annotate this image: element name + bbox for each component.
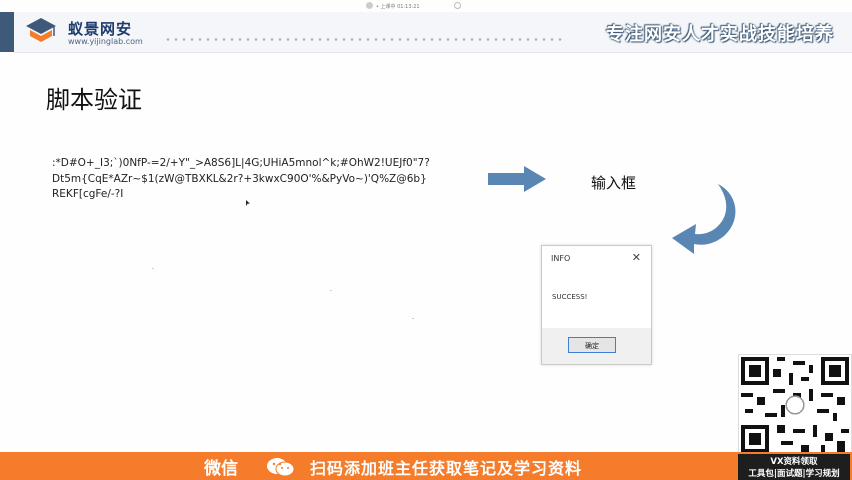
input-box-label: 输入框	[591, 174, 637, 192]
left-tab	[0, 12, 14, 52]
stop-icon[interactable]	[454, 2, 461, 9]
tagline: 专注网安人才实战技能培养	[606, 24, 834, 45]
wechat-icon	[267, 458, 295, 477]
slide-header: 蚁景网安 www.yijinglab.com 专注网安人才实战技能培养	[14, 12, 852, 53]
recording-label: • 上课中 01:13:21	[376, 4, 420, 10]
qr-code-panel	[738, 354, 852, 456]
close-icon[interactable]: ✕	[631, 251, 641, 264]
record-icon[interactable]	[366, 2, 373, 9]
slide-title: 脚本验证	[46, 86, 142, 114]
dialog-title: INFO	[551, 254, 571, 263]
brand-url: www.yijinglab.com	[68, 37, 143, 46]
brand-name: 蚁景网安	[68, 20, 133, 38]
code-line: REKF[cgFe/-?I	[52, 188, 124, 200]
recording-indicator: • 上课中 01:13:21	[366, 2, 461, 11]
dialog-message: SUCCESS!	[552, 293, 588, 301]
resource-box: VX资料领取 工具包|面试题|学习规划	[738, 454, 850, 480]
arrow-right-icon	[488, 166, 546, 192]
curved-arrow-icon	[672, 184, 736, 254]
info-dialog: INFO ✕ SUCCESS! 确定	[541, 245, 652, 365]
mouse-cursor	[246, 200, 250, 206]
resource-line-1: VX资料领取	[770, 457, 818, 467]
dotted-divider	[164, 38, 564, 41]
wechat-label: 微信	[204, 459, 238, 479]
encoded-text: :*D#O+_I3;`)0NfP-=2/+Y"_>A8S6]L|4G;UHiA5…	[52, 156, 472, 203]
speck	[152, 268, 154, 269]
resource-line-2: 工具包|面试题|学习规划	[748, 469, 840, 479]
bottom-banner: 微信 扫码添加班主任获取笔记及学习资料	[0, 452, 852, 480]
ok-button[interactable]: 确定	[568, 337, 616, 353]
qr-code-icon	[741, 357, 849, 453]
logo-icon	[26, 18, 56, 42]
speck	[330, 290, 332, 291]
slide: 蚁景网安 www.yijinglab.com 专注网安人才实战技能培养 • 上课…	[0, 0, 852, 456]
speck	[412, 318, 414, 319]
dialog-footer: 确定	[542, 328, 651, 364]
code-line: Dt5m{CqE*AZr~$1(zW@TBXKL&2r?+3kwxC90O'%&…	[52, 172, 427, 185]
code-line: :*D#O+_I3;`)0NfP-=2/+Y"_>A8S6]L|4G;UHiA5…	[52, 157, 430, 169]
banner-text: 扫码添加班主任获取笔记及学习资料	[310, 459, 583, 478]
